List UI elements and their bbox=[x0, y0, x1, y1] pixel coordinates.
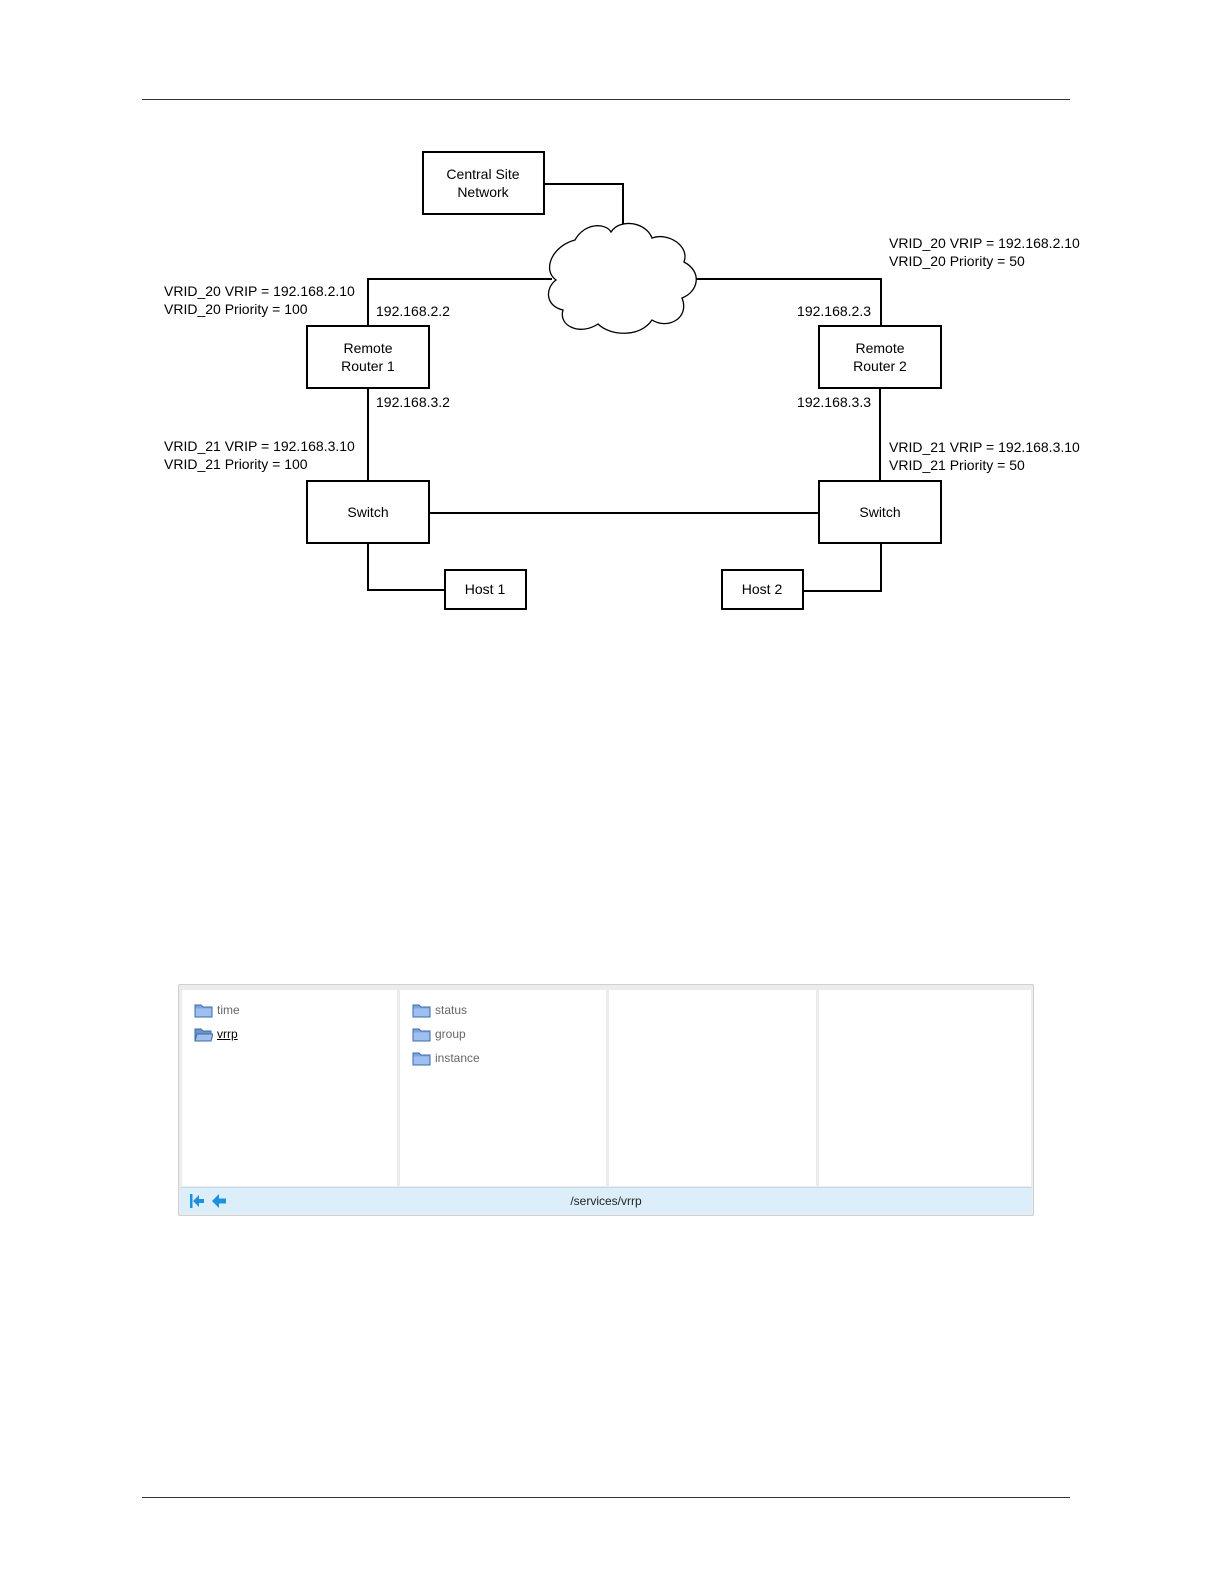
central-site-network-node bbox=[422, 151, 545, 215]
host2-label: Host 2 bbox=[742, 581, 783, 597]
remote-router-2-node bbox=[818, 325, 942, 389]
link-switch2-host2 bbox=[803, 543, 882, 592]
link-cloud-router1 bbox=[367, 278, 552, 326]
router2-vrid21-priority: VRID_21 Priority = 50 bbox=[889, 457, 1025, 473]
network-diagram: Central Site Network Remote Router 1 Rem… bbox=[164, 151, 1080, 610]
router2-vrid20-priority: VRID_20 Priority = 50 bbox=[889, 253, 1025, 269]
central-site-label-line1: Central Site bbox=[446, 166, 519, 182]
router1-label-line2: Router 1 bbox=[341, 358, 395, 374]
browser-statusbar: /services/vrrp bbox=[180, 1187, 1032, 1214]
folder-label: status bbox=[435, 1003, 468, 1017]
network-cloud bbox=[547, 222, 697, 334]
config-tree-browser: time vrrp status group bbox=[178, 984, 1034, 1216]
footer-rule bbox=[142, 1497, 1070, 1498]
switch-2-node bbox=[818, 480, 942, 544]
folder-icon bbox=[412, 1052, 431, 1065]
switch-1-node bbox=[306, 480, 430, 544]
router1-vrid20-priority: VRID_20 Priority = 100 bbox=[164, 301, 308, 317]
remote-router-1-node bbox=[306, 325, 430, 389]
router2-vrid21-vrip: VRID_21 VRIP = 192.168.3.10 bbox=[889, 439, 1080, 455]
router2-wan-ip: 192.168.2.3 bbox=[797, 303, 871, 319]
router1-wan-ip: 192.168.2.2 bbox=[376, 303, 450, 319]
first-page-icon[interactable] bbox=[188, 1192, 206, 1210]
folder-item-status[interactable]: status bbox=[412, 1001, 467, 1019]
browser-column-1: time vrrp bbox=[182, 990, 397, 1186]
switch1-label: Switch bbox=[347, 504, 388, 520]
central-site-label-line2: Network bbox=[457, 184, 509, 200]
router2-label-line2: Router 2 bbox=[853, 358, 907, 374]
router1-vrid21-priority: VRID_21 Priority = 100 bbox=[164, 456, 308, 472]
link-switch1-host1 bbox=[367, 543, 445, 591]
header-rule bbox=[142, 99, 1070, 100]
router2-lan-ip: 192.168.3.3 bbox=[797, 394, 871, 410]
router1-lan-ip: 192.168.3.2 bbox=[376, 394, 450, 410]
folder-item-vrrp[interactable]: vrrp bbox=[194, 1025, 238, 1043]
host-1-node bbox=[444, 569, 527, 610]
router1-label-line1: Remote bbox=[343, 340, 392, 356]
folder-item-instance[interactable]: instance bbox=[412, 1049, 480, 1067]
browser-column-2: status group instance bbox=[400, 990, 606, 1186]
folder-icon bbox=[194, 1004, 213, 1017]
host1-label: Host 1 bbox=[465, 581, 506, 597]
back-arrow-icon[interactable] bbox=[210, 1192, 228, 1210]
browser-column-4 bbox=[819, 990, 1031, 1186]
folder-label: vrrp bbox=[217, 1027, 238, 1041]
router1-vrid20-vrip: VRID_20 VRIP = 192.168.2.10 bbox=[164, 283, 355, 299]
folder-label: time bbox=[217, 1003, 240, 1017]
link-central-cloud bbox=[544, 183, 624, 226]
folder-label: group bbox=[435, 1027, 466, 1041]
folder-label: instance bbox=[435, 1051, 480, 1065]
folder-icon bbox=[412, 1028, 431, 1041]
router2-label-line1: Remote bbox=[855, 340, 904, 356]
folder-item-group[interactable]: group bbox=[412, 1025, 466, 1043]
router2-vrid20-vrip: VRID_20 VRIP = 192.168.2.10 bbox=[889, 235, 1080, 251]
folder-icon bbox=[412, 1004, 431, 1017]
switch2-label: Switch bbox=[859, 504, 900, 520]
folder-open-icon bbox=[194, 1028, 213, 1041]
folder-item-time[interactable]: time bbox=[194, 1001, 240, 1019]
router1-vrid21-vrip: VRID_21 VRIP = 192.168.3.10 bbox=[164, 438, 355, 454]
host-2-node bbox=[721, 569, 804, 610]
current-path: /services/vrrp bbox=[570, 1194, 642, 1208]
browser-column-3 bbox=[609, 990, 816, 1186]
link-cloud-router2 bbox=[694, 278, 882, 326]
